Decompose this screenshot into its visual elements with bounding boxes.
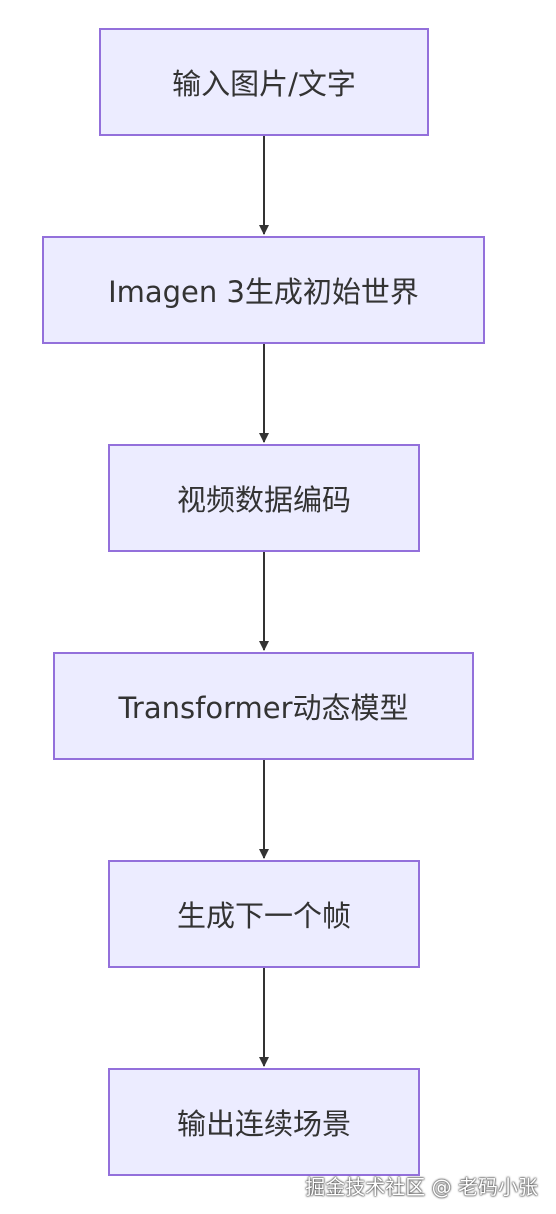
node-label: 输出连续场景 [176, 1107, 351, 1141]
node-label: 输入图片/文字 [172, 67, 356, 101]
node-generate-next-frame: 生成下一个帧 [108, 860, 420, 968]
node-label: 视频数据编码 [176, 483, 351, 517]
watermark: 掘金技术社区 @ 老码小张 [305, 1175, 538, 1199]
node-imagen3-initial-world: Imagen 3生成初始世界 [42, 236, 485, 344]
node-output-continuous-scene: 输出连续场景 [108, 1068, 420, 1176]
node-video-data-encoding: 视频数据编码 [108, 444, 420, 552]
node-label: 生成下一个帧 [176, 899, 351, 933]
node-transformer-dynamics-model: Transformer动态模型 [53, 652, 474, 760]
node-label: Transformer动态模型 [118, 691, 409, 725]
node-input-image-text: 输入图片/文字 [99, 28, 429, 136]
node-label: Imagen 3生成初始世界 [108, 275, 419, 309]
